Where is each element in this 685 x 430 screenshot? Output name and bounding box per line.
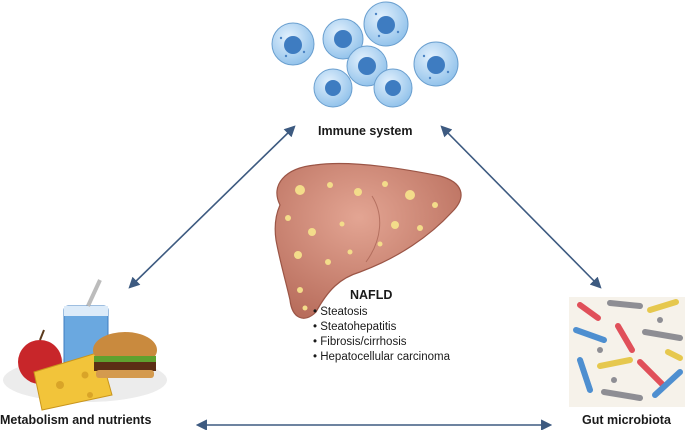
label-immune-system: Immune system: [318, 124, 413, 138]
immune-cell: [271, 22, 315, 66]
immune-cell: [346, 45, 388, 87]
nafld-stage-list: Steatosis Steatohepatitis Fibrosis/cirrh…: [313, 305, 450, 365]
nafld-stage-item: Steatohepatitis: [313, 320, 450, 335]
cell-granules: [279, 12, 450, 80]
immune-cell: [313, 68, 353, 108]
nafld-stage-item: Fibrosis/cirrhosis: [313, 335, 450, 350]
fat-droplets: [285, 181, 438, 311]
liver-illustration: [274, 162, 462, 319]
nafld-title: NAFLD: [350, 288, 393, 302]
arrow-immune-gut: [440, 125, 602, 289]
arrow-immune-metabolism: [128, 125, 296, 289]
food-illustration: [3, 279, 167, 411]
immune-cell: [413, 41, 459, 87]
nafld-stage-item: Steatosis: [313, 305, 450, 320]
nafld-stage-item: Hepatocellular carcinoma: [313, 350, 450, 365]
immune-cell: [373, 68, 413, 108]
immune-cells-illustration: [271, 1, 459, 108]
immune-cell: [363, 1, 409, 47]
bacteria-illustration: [569, 297, 685, 407]
label-metabolism-nutrients: Metabolism and nutrients: [0, 413, 152, 427]
immune-cell: [322, 18, 364, 60]
label-gut-microbiota: Gut microbiota: [582, 413, 671, 427]
arrows: [128, 125, 602, 430]
